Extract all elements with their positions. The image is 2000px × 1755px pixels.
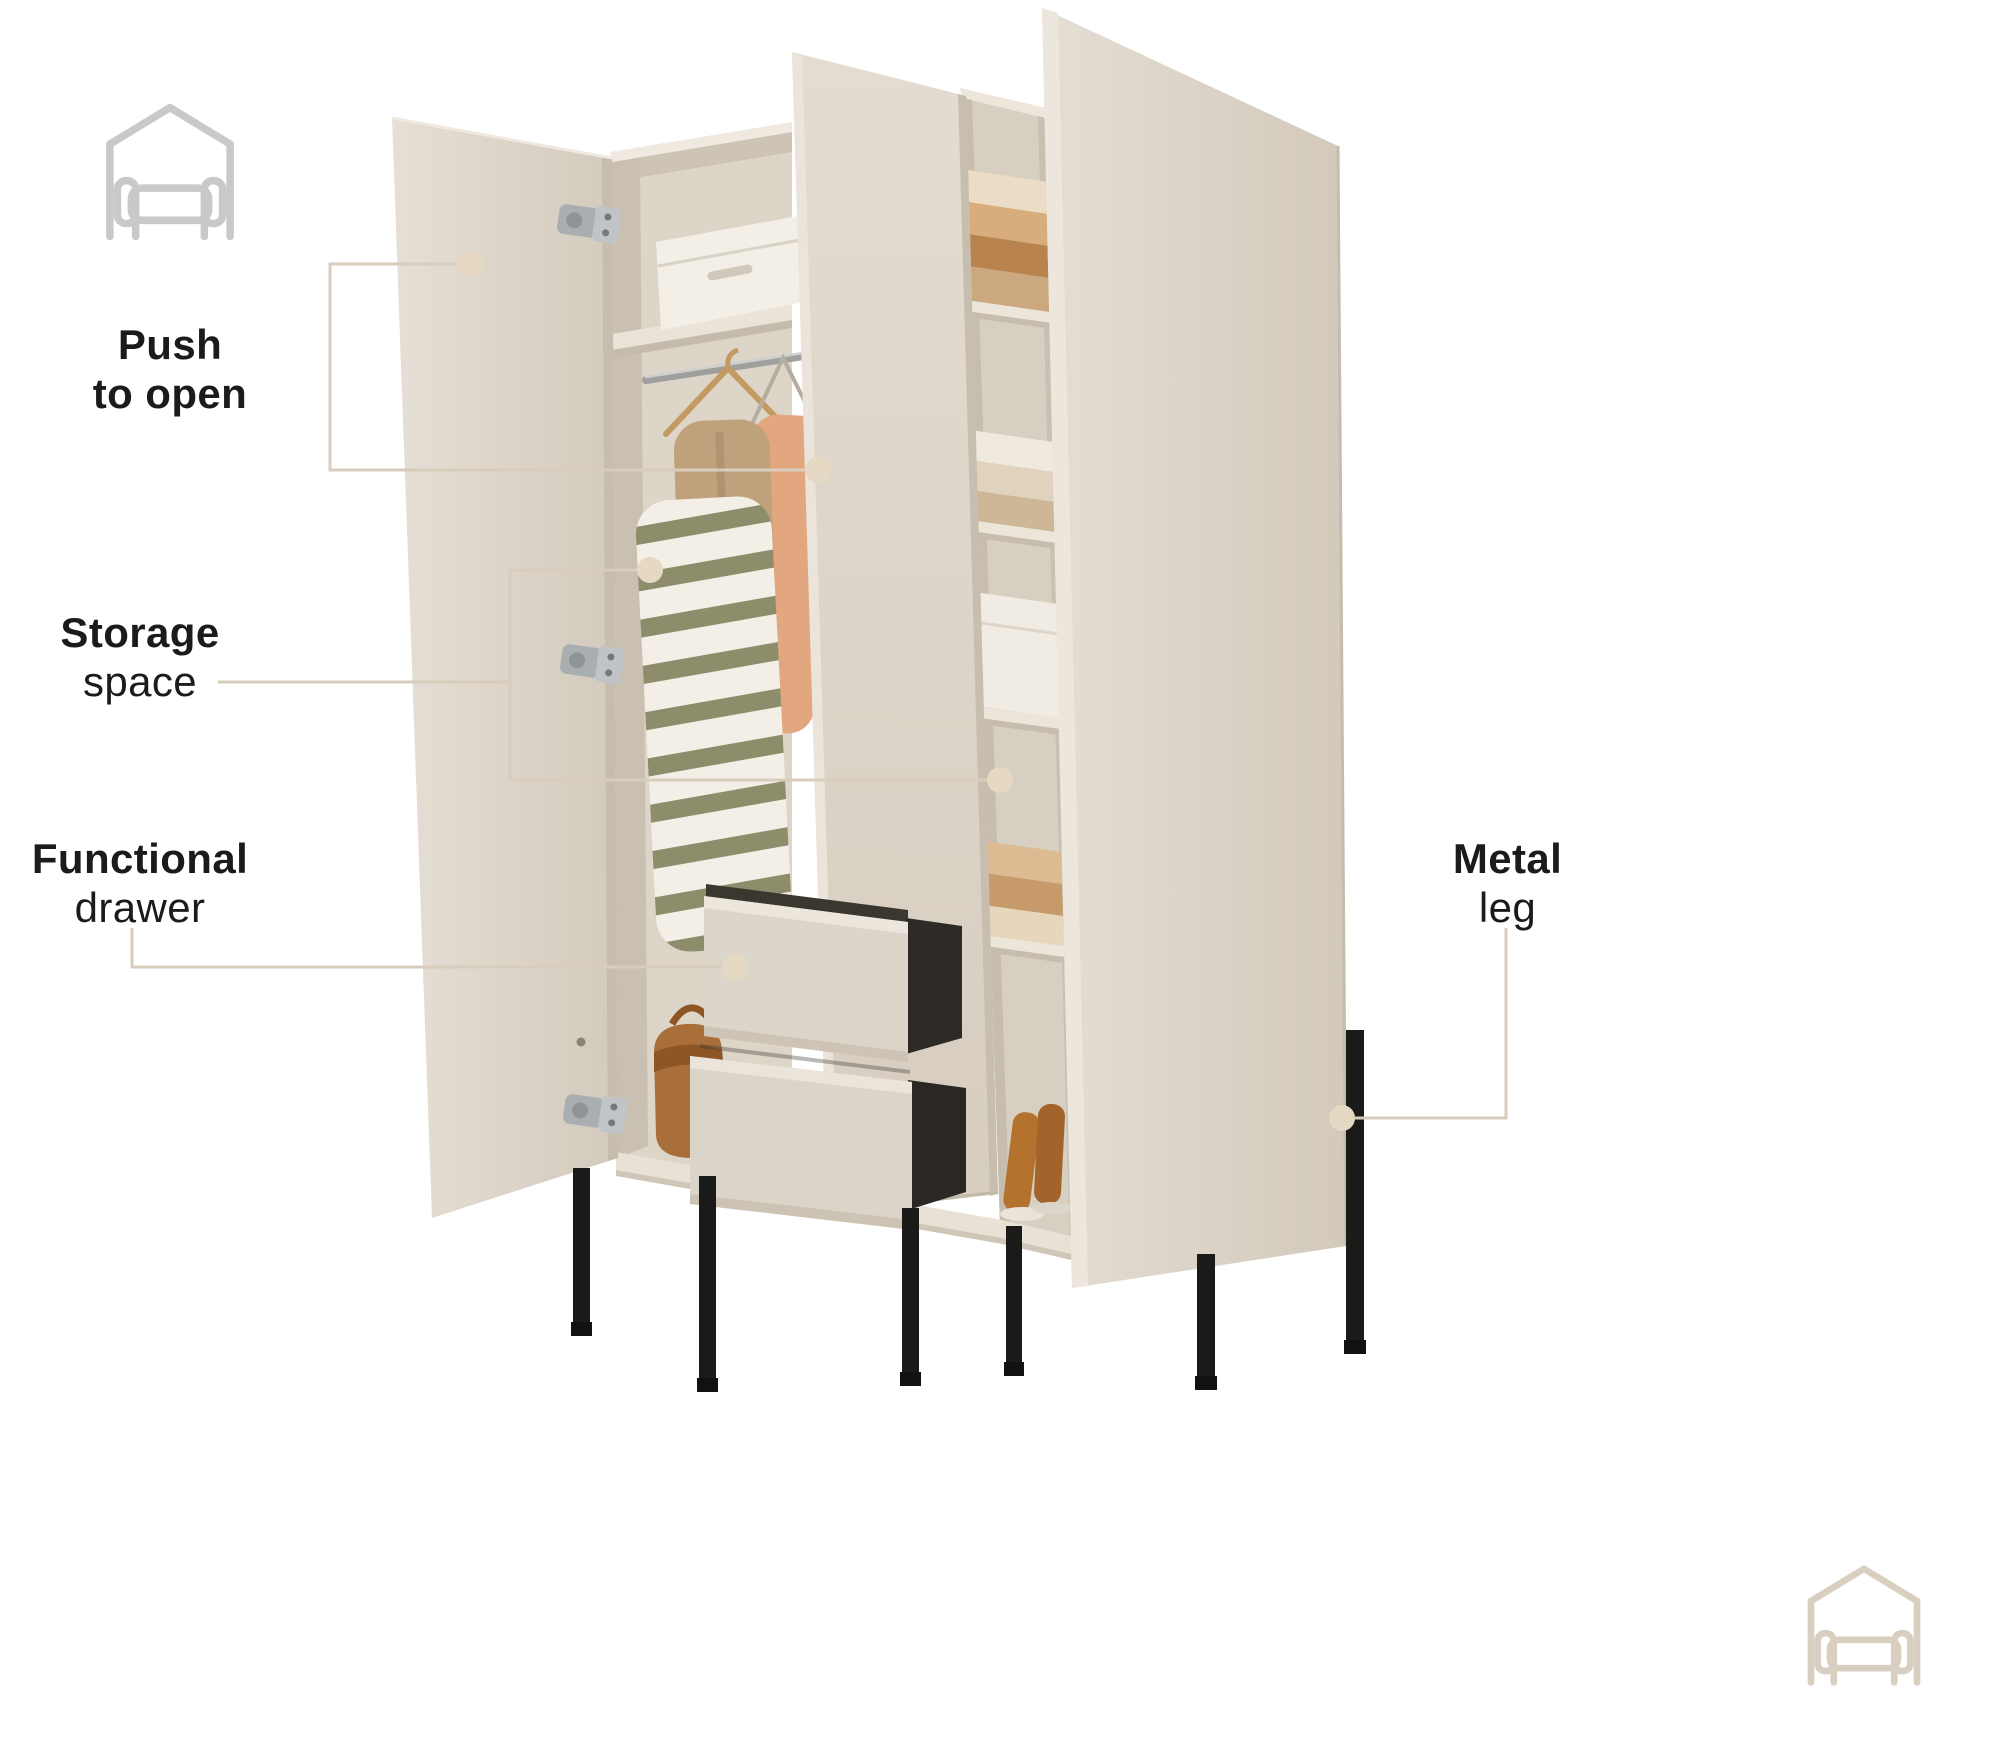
top-shelf-shadow: [612, 320, 792, 358]
metal-legs: [571, 1030, 1366, 1392]
shelf-shadow: [970, 531, 1056, 549]
storage-box-white: [973, 592, 1060, 718]
middle-door-right-edge: [958, 94, 998, 1196]
callout-dot-leg: [1329, 1105, 1355, 1131]
drawer-top: [704, 884, 962, 1062]
callout-line-metal-leg: [1355, 928, 1508, 1120]
callout-dot-storage-right: [987, 767, 1013, 793]
interior-left-compartment: [610, 122, 860, 1200]
left-door-face: [392, 118, 618, 1218]
drawer-top-edge: [704, 896, 908, 934]
house-sofa-logo-icon: [1811, 1569, 1917, 1683]
shelf-shadow: [966, 311, 1052, 329]
drawer-bottom-cavity: [908, 1080, 966, 1210]
fabric-box-lid-seam: [657, 238, 801, 268]
shoes: [1000, 1103, 1072, 1221]
right-door: [1042, 8, 1348, 1288]
label-line: space: [82, 658, 198, 706]
metal-leg: [697, 1176, 718, 1392]
label-line: leg: [1478, 884, 1537, 932]
cabinet-top-edge: [610, 122, 792, 162]
right-column-top-edge: [960, 88, 1046, 118]
interior-left-wall: [612, 158, 648, 1158]
label-line: drawer: [74, 884, 206, 932]
left-door-top-edge: [391, 116, 613, 160]
drawer-bottom-front-shade: [690, 1194, 912, 1230]
storage-fabric-box: [656, 216, 803, 330]
right-door-face: [1042, 8, 1346, 1288]
label-line: to open: [92, 370, 248, 418]
drawer-bottom: [690, 1056, 966, 1230]
fabric-box-handle: [707, 264, 753, 281]
drawer-bottom-front: [690, 1056, 912, 1230]
shelf-shadow: [977, 945, 1064, 963]
drawer-top-opening: [706, 884, 908, 924]
callout-dot-door: [457, 251, 483, 277]
door-hinge: [563, 1094, 628, 1134]
label-line: Functional: [31, 835, 249, 882]
door-hinge: [560, 644, 625, 684]
door-sensor-dot: [576, 1037, 586, 1047]
callout-label-storage-space: Storage space: [15, 608, 265, 706]
callout-dot-middle-door: [805, 457, 831, 483]
drawer-top-front: [704, 896, 908, 1062]
callout-label-metal-leg: Metal leg: [1375, 834, 1640, 932]
right-door-left-edge: [1042, 8, 1088, 1288]
clothes-hanger-hook: [725, 347, 739, 369]
callout-line-push-to-open: [328, 262, 805, 472]
house-sofa-logo-icon: [110, 108, 230, 237]
folded-clothes-stack: [967, 170, 1050, 312]
callout-dot-drawer: [722, 954, 748, 980]
label-line: Metal: [1452, 835, 1563, 882]
callout-label-functional-drawer: Functional drawer: [0, 834, 280, 932]
callout-dot-storage-left: [637, 557, 663, 583]
right-door-right-edge: [1336, 145, 1348, 1247]
interior-top-shadow: [612, 132, 792, 182]
metal-leg: [1344, 1030, 1366, 1354]
label-line: Push: [117, 321, 223, 368]
metal-leg: [1195, 1254, 1217, 1390]
shelf: [973, 706, 1060, 729]
metal-leg: [571, 1168, 592, 1336]
callout-line-functional-drawer: [130, 928, 722, 969]
metal-leg: [900, 1208, 921, 1386]
label-line: Storage: [60, 609, 220, 656]
drawer-top-front-shade: [704, 1026, 908, 1062]
folded-clothes-stack: [977, 840, 1064, 946]
drawer-gap: [699, 1044, 911, 1074]
drawer-bottom-edge: [690, 1056, 912, 1094]
shelf: [977, 934, 1064, 957]
shelf-shadow: [973, 717, 1060, 735]
metal-leg: [1004, 1226, 1024, 1376]
callout-line-storage-space: [218, 568, 987, 782]
door-hinge: [557, 204, 622, 244]
callout-dots: [457, 251, 1355, 1131]
folded-clothes-stack: [970, 430, 1056, 532]
shelf: [966, 300, 1052, 323]
callout-lines: [130, 262, 1508, 1120]
shelf: [970, 520, 1056, 543]
drawer-top-cavity: [906, 918, 962, 1054]
top-shelf: [612, 304, 792, 350]
callout-label-push-to-open: Push to open: [35, 320, 305, 418]
garment-striped-sweater: [635, 496, 793, 952]
